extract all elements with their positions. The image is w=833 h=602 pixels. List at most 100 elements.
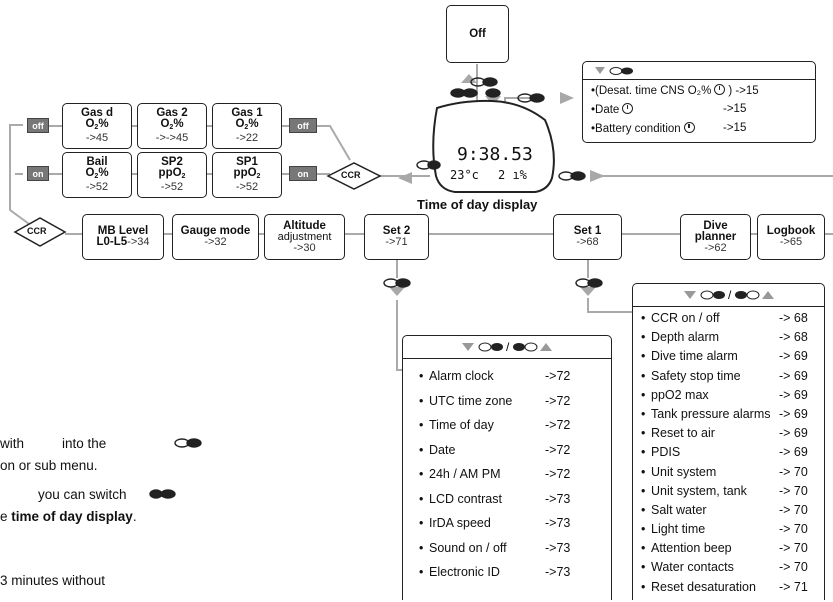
popup-item: •Date->15: [591, 103, 746, 121]
menu-item-label: Water contacts: [651, 560, 734, 575]
menu-item-ref: -> 69: [779, 445, 808, 460]
menu-item-ref: ->73: [545, 565, 571, 579]
set1-menu-header: /: [633, 284, 824, 307]
menu-item-ref: -> 70: [779, 464, 808, 479]
bullet: •: [641, 483, 646, 498]
menu-item-ref: ->73: [545, 516, 571, 530]
bullet: •: [419, 369, 424, 383]
bullet: •: [641, 387, 646, 402]
bullet: •: [591, 104, 596, 116]
unit-main: ppO: [233, 167, 257, 179]
side-text-5: 3 minutes without: [0, 573, 106, 588]
clock-hand: [718, 86, 721, 90]
menu-box-ref: ->34: [127, 236, 150, 248]
menu-item-ref: -> 70: [779, 483, 808, 498]
box-ref: ->45: [85, 132, 109, 144]
menu-item-ref: ->73: [545, 491, 571, 506]
menu-box-title: Set 1: [573, 225, 602, 237]
menu-item-label: Date: [429, 442, 456, 457]
menu-box-title: Logbook: [766, 225, 816, 237]
navigation-buttons-icon: /: [683, 288, 774, 302]
menu-item-label: Unit system, tank: [651, 483, 747, 498]
menu-item-label: Sound on / off: [429, 540, 507, 555]
menu-box[interactable]: Set 1->68: [553, 214, 622, 260]
unit-sub: 2: [169, 124, 174, 131]
bullet: •: [419, 540, 424, 555]
menu-item-label: Reset desaturation: [651, 579, 756, 594]
box-title: Bail: [86, 156, 108, 168]
menu-item-label: LCD contrast: [429, 491, 502, 506]
set2-menu-header: /: [403, 336, 611, 359]
menu-box-ref: ->30: [293, 241, 316, 254]
clock-hand: [688, 124, 690, 128]
box-title: SP2: [161, 156, 183, 168]
box-ref: ->22: [235, 132, 259, 144]
off-tag-left: off: [27, 118, 49, 133]
bullet: •: [591, 123, 596, 135]
box-title: Gas 1: [231, 107, 263, 119]
menu-item-label: Reset to air: [651, 426, 715, 441]
unit-sub: 2: [94, 124, 99, 131]
menu-box[interactable]: Dive planner->62: [680, 214, 751, 260]
off-box: Off: [446, 5, 509, 63]
menu-item-label: Depth alarm: [651, 330, 720, 345]
menu-item-ref: -> 68: [779, 330, 808, 345]
bullet: •: [419, 418, 424, 432]
watch-caption: Time of day display: [417, 197, 538, 212]
menu-item-ref: ->72: [545, 418, 571, 432]
bullet: •: [641, 368, 646, 383]
unit-main: O: [85, 118, 95, 130]
menu-item-ref: ->72: [545, 393, 571, 408]
unit-sub: 2: [94, 173, 99, 180]
menu-box[interactable]: Logbook->65: [757, 214, 825, 260]
menu-box-title: Gauge mode: [180, 225, 251, 237]
menu-item-ref: -> 69: [779, 406, 808, 421]
bullet: •: [641, 579, 646, 594]
popup-item-label: Battery condition: [595, 123, 681, 135]
popup-item: •Battery condition->15: [591, 122, 746, 140]
menu-item-label: Salt water: [651, 502, 707, 517]
watch-temp: 23°c: [450, 168, 479, 182]
menu-box-line: L0-L5->34: [97, 236, 150, 248]
popup-item-ref: ) ->15: [728, 85, 759, 97]
side-text-4: e time of day display.: [0, 509, 137, 524]
status-popup: •(Desat. time CNS O₂%) ->15•Date->15•Bat…: [582, 61, 816, 143]
menu-item-label: Attention beep: [651, 541, 732, 556]
menu-box[interactable]: Gauge mode->32: [172, 214, 259, 260]
menu-box-line2: adjustment: [277, 230, 332, 243]
side-text-3: you can switch: [38, 487, 127, 502]
bullet: •: [641, 445, 646, 460]
menu-item-label: Light time: [651, 522, 706, 537]
clock-hand: [626, 105, 629, 109]
menu-item-label: Alarm clock: [429, 369, 494, 383]
box-unit: O2%: [160, 118, 183, 133]
popup-header: [583, 62, 815, 80]
menu-item-ref: -> 69: [779, 426, 808, 441]
menu-item-ref: ->72: [545, 369, 571, 383]
clock-icon: [683, 122, 695, 133]
svg-text:/: /: [506, 340, 510, 354]
off-tag-right: off: [289, 118, 317, 133]
down-button-icon: [595, 66, 633, 75]
bullet: •: [641, 502, 646, 517]
box-unit: O2%: [235, 118, 258, 133]
bullet: •: [641, 541, 646, 556]
button-glyphs: [149, 77, 603, 499]
box-ref: ->52: [235, 181, 259, 193]
unit-sub: 2: [244, 124, 249, 131]
menu-item-ref: -> 69: [779, 349, 808, 364]
box-unit: ppO2: [159, 167, 186, 182]
box-title: Gas 2: [156, 107, 188, 119]
unit-main: O: [235, 118, 245, 130]
unit-tail: %: [98, 118, 109, 130]
box-unit: ppO2: [233, 167, 261, 182]
menu-item-label: IrDA speed: [429, 516, 491, 530]
menu-box[interactable]: Set 2->71: [364, 214, 429, 260]
menu-box-ref: ->32: [204, 236, 227, 248]
watch-right: 2 ı%: [498, 168, 527, 182]
bullet: •: [641, 330, 646, 345]
